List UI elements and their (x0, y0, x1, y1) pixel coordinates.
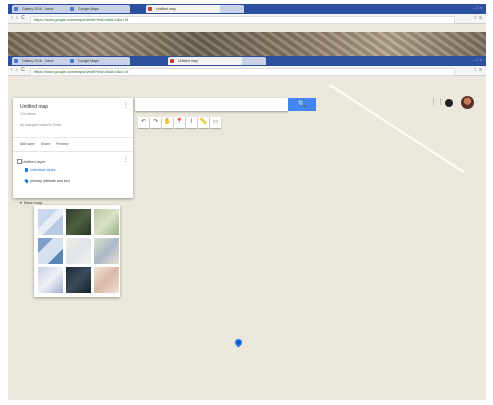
browser-menu-icon-front[interactable]: ☆ ≡ (473, 67, 482, 73)
add-layer-button[interactable]: Add layer (20, 142, 35, 146)
save-status: All changes saved in Drive (20, 123, 62, 127)
base-map-option-map[interactable] (38, 209, 63, 235)
hand-tool-button[interactable]: ✋ (162, 117, 173, 128)
search-button[interactable]: 🔍 (288, 98, 316, 111)
base-map-toggle[interactable]: ▾Base map (20, 200, 43, 205)
base-map-option-terrain[interactable] (94, 209, 119, 235)
base-map-option-vintage[interactable] (94, 267, 119, 293)
add-marker-button[interactable]: 📍 (174, 117, 185, 128)
divider (13, 151, 133, 152)
url-field[interactable]: https://www.google.com/maps/d/edit?mid=z… (30, 15, 455, 24)
my-maps-icon (148, 7, 152, 11)
measure-button[interactable]: 📏 (198, 117, 209, 128)
base-map-option-light[interactable] (66, 238, 91, 264)
base-map-option-satellite[interactable] (66, 209, 91, 235)
base-map-option-dark[interactable] (66, 267, 91, 293)
layer-checkbox[interactable] (17, 159, 22, 164)
map-legend-panel: Untitled map 124 views All changes saved… (13, 98, 133, 198)
nav-buttons[interactable]: ‹ › C (11, 15, 26, 21)
nav-buttons-front[interactable]: ‹ › C (11, 67, 26, 73)
undo-button[interactable]: ↶ (138, 117, 149, 128)
map-title[interactable]: Untitled map (20, 104, 49, 110)
pin-icon (24, 178, 29, 184)
draw-line-button[interactable]: ⌇ (186, 117, 197, 128)
maps-icon (70, 59, 74, 63)
more-options-icon[interactable]: ⋮ (123, 103, 129, 109)
search-icon: 🔍 (297, 101, 307, 108)
tab-untitled-map-front[interactable]: Untitled map× (168, 57, 248, 65)
chevron-down-icon: ▾ (20, 200, 23, 205)
mail-icon (14, 59, 18, 63)
tab-google-maps[interactable]: Google Maps (68, 5, 130, 13)
account-area: ⋮⋮ (430, 96, 474, 109)
maps-icon (70, 7, 74, 11)
style-icon (25, 168, 28, 173)
address-bar-front: ‹ › C https://www.google.com/maps/d/edit… (8, 66, 486, 76)
layer-style-link[interactable]: Individual styles (25, 168, 55, 173)
apps-grid-icon[interactable]: ⋮⋮ (430, 99, 444, 106)
base-map-option-landscape[interactable] (94, 238, 119, 264)
tab-inbox-front[interactable]: Gallery 2016 - Inbox (12, 57, 74, 65)
address-bar: ‹ › C https://www.google.com/maps/d/edit… (8, 14, 486, 24)
divider (13, 137, 133, 138)
base-map-picker (34, 205, 120, 297)
mail-icon (14, 7, 18, 11)
tab-google-maps-front[interactable]: Google Maps (68, 57, 130, 65)
url-field-front[interactable]: https://www.google.com/maps/d/edit?mid=z… (30, 67, 455, 76)
tab-untitled-map[interactable]: Untitled map× (146, 5, 226, 13)
location-item[interactable]: primary (latitude and lon) (24, 178, 70, 184)
preview-button[interactable]: Preview (56, 142, 69, 146)
share-button[interactable]: Share (40, 142, 51, 146)
map-toolbar: ↶ ↷ ✋ 📍 ⌇ 📏 ▭ (138, 117, 221, 128)
redo-button[interactable]: ↷ (150, 117, 161, 128)
layer-options-icon[interactable]: ⋮ (123, 157, 129, 163)
browser-menu-icon[interactable]: ☆ ≡ (473, 15, 482, 21)
base-map-option-political[interactable] (38, 238, 63, 264)
panel-actions: Add layer Share Preview (20, 142, 69, 146)
layer-title[interactable]: Untitled layer (22, 159, 46, 164)
base-map-option-monochrome[interactable] (38, 267, 63, 293)
new-tab-button[interactable] (220, 5, 244, 13)
new-tab-button-front[interactable] (242, 57, 266, 65)
shape-button[interactable]: ▭ (210, 117, 221, 128)
search-input[interactable] (135, 98, 288, 111)
tab-inbox[interactable]: Gallery 2016 - Inbox (12, 5, 74, 13)
window-controls[interactable]: – □ × (472, 5, 482, 10)
satellite-strip (8, 32, 486, 56)
window-controls-front[interactable]: – □ × (472, 57, 482, 62)
tab-bar-front: Gallery 2016 - Inbox Google Maps Untitle… (8, 56, 486, 66)
avatar[interactable] (461, 96, 474, 109)
tab-bar: Gallery 2016 - Inbox Google Maps Untitle… (8, 4, 486, 14)
map-views-count: 124 views (20, 112, 36, 116)
notifications-icon[interactable] (445, 98, 453, 107)
my-maps-icon (170, 59, 174, 63)
